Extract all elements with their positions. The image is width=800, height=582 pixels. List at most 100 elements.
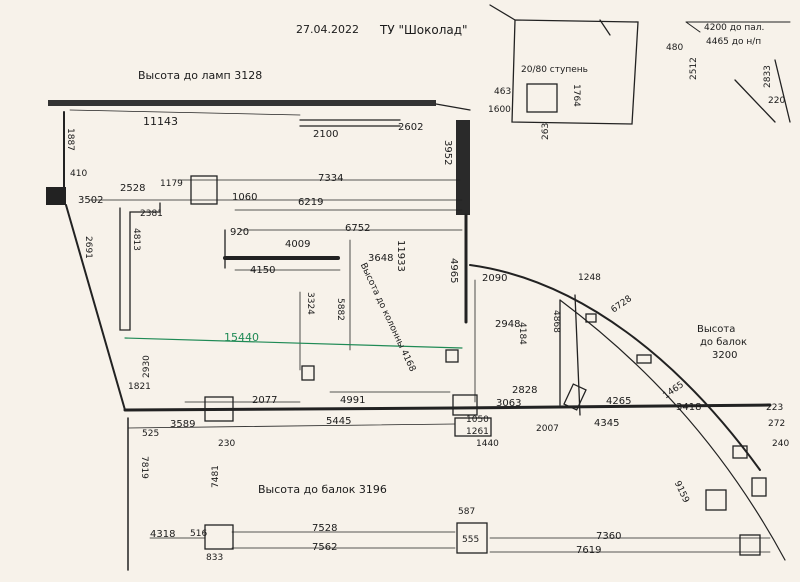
bottom-wall-right [453, 403, 772, 410]
dim: 3952 [442, 140, 453, 166]
dim: 7619 [576, 545, 602, 556]
column-right [445, 349, 459, 363]
dim: 272 [768, 419, 786, 429]
dim: 11933 [395, 240, 406, 272]
column-bottom-2 [452, 394, 478, 416]
note-lamp-height: Высота до ламп 3128 [138, 69, 263, 82]
top-wall [48, 100, 436, 106]
dim: 4868 [551, 310, 561, 333]
dim: 1887 [65, 128, 75, 151]
dim: 220 [768, 96, 786, 106]
dim: 516 [190, 529, 208, 539]
dim: 4345 [594, 418, 620, 429]
note-beam-height-right-2: до балок [700, 337, 748, 348]
column-bottom-1 [204, 396, 234, 422]
dim: 4991 [340, 395, 366, 406]
dim: 3589 [170, 419, 196, 430]
dim: 920 [230, 227, 250, 238]
note-beam-height-right-3: 3200 [712, 350, 738, 361]
column-bottom-3 [454, 417, 492, 437]
dim: 1050 [466, 415, 489, 425]
dim: 833 [206, 553, 224, 563]
plan-title: ТУ "Шоколад" [380, 23, 468, 37]
dim: 1440 [476, 439, 499, 449]
dim: 230 [218, 439, 236, 449]
dim: 4813 [131, 228, 141, 251]
dim: 4265 [606, 396, 632, 407]
dim: 263 [541, 122, 551, 140]
dim: 7528 [312, 523, 338, 534]
dim: 2930 [142, 355, 152, 378]
dim: 3418 [676, 402, 702, 413]
dim: 3648 [368, 253, 394, 264]
dim: 7562 [312, 542, 338, 553]
dim: 2090 [482, 273, 508, 284]
left-column [46, 187, 66, 205]
column-top [190, 175, 218, 205]
top-wall-right [435, 103, 471, 111]
dim: 1248 [578, 273, 601, 283]
dim: 11143 [143, 115, 178, 128]
dim: 2381 [140, 209, 163, 219]
dim: 1261 [466, 427, 489, 437]
dim: 1060 [232, 192, 258, 203]
dim: 480 [666, 43, 684, 53]
column-mid [301, 365, 315, 381]
dim: 7334 [318, 173, 344, 184]
dim: 1600 [488, 105, 511, 115]
dim: 463 [494, 87, 512, 97]
dim: 2948 [495, 319, 521, 330]
dim: 4200 до пал. [704, 23, 765, 33]
dim: 2077 [252, 395, 278, 406]
dim: 410 [70, 169, 88, 179]
dim: 3502 [78, 195, 104, 206]
dim: 4465 до н/п [706, 37, 762, 47]
dim: 2007 [536, 424, 559, 434]
dim: 7360 [596, 531, 622, 542]
dim: 1821 [128, 382, 151, 392]
dim: 20/80 ступень [521, 65, 588, 75]
dim: 223 [766, 403, 784, 413]
dim: 1179 [160, 179, 183, 189]
stair-box [511, 19, 639, 125]
dim: 3324 [305, 292, 315, 315]
dim-green: 15440 [224, 331, 259, 344]
bottom-wall [123, 406, 457, 412]
dim: 240 [772, 439, 790, 449]
dim: 7481 [211, 465, 221, 488]
dim: 2833 [763, 65, 773, 88]
dim: 5882 [335, 298, 345, 321]
dim: 3063 [496, 398, 522, 409]
stair-step [526, 83, 558, 113]
dim: 5445 [326, 416, 352, 427]
dim: 2691 [83, 236, 93, 259]
dim: 6752 [345, 223, 371, 234]
curved-facade-inner [559, 299, 786, 561]
dim: 2512 [689, 57, 699, 80]
diagonal-wall [65, 204, 126, 411]
note-beam-height-bottom: Высота до балок 3196 [258, 483, 387, 496]
dim: 1764 [571, 84, 581, 107]
dim: 2602 [398, 122, 424, 133]
dim: 4150 [250, 265, 276, 276]
dim: 2528 [120, 183, 146, 194]
dim: 6219 [298, 197, 324, 208]
column-bottom-row-1 [204, 524, 234, 550]
dim: 7819 [139, 456, 149, 479]
green-dimension [124, 337, 463, 349]
right-wall-thick [456, 120, 470, 215]
curved-facade [469, 264, 761, 471]
dim: 4318 [150, 529, 176, 540]
dim: 555 [462, 535, 480, 545]
dim: 587 [458, 507, 476, 517]
note-beam-height-right-1: Высота [697, 324, 736, 335]
dim: 4965 [448, 258, 459, 284]
partition-left [119, 202, 161, 331]
plan-date: 27.04.2022 [296, 23, 359, 36]
dim: 525 [142, 429, 160, 439]
dim: 2828 [512, 385, 538, 396]
dim: 4009 [285, 239, 311, 250]
column-bottom-row-2 [456, 522, 488, 554]
